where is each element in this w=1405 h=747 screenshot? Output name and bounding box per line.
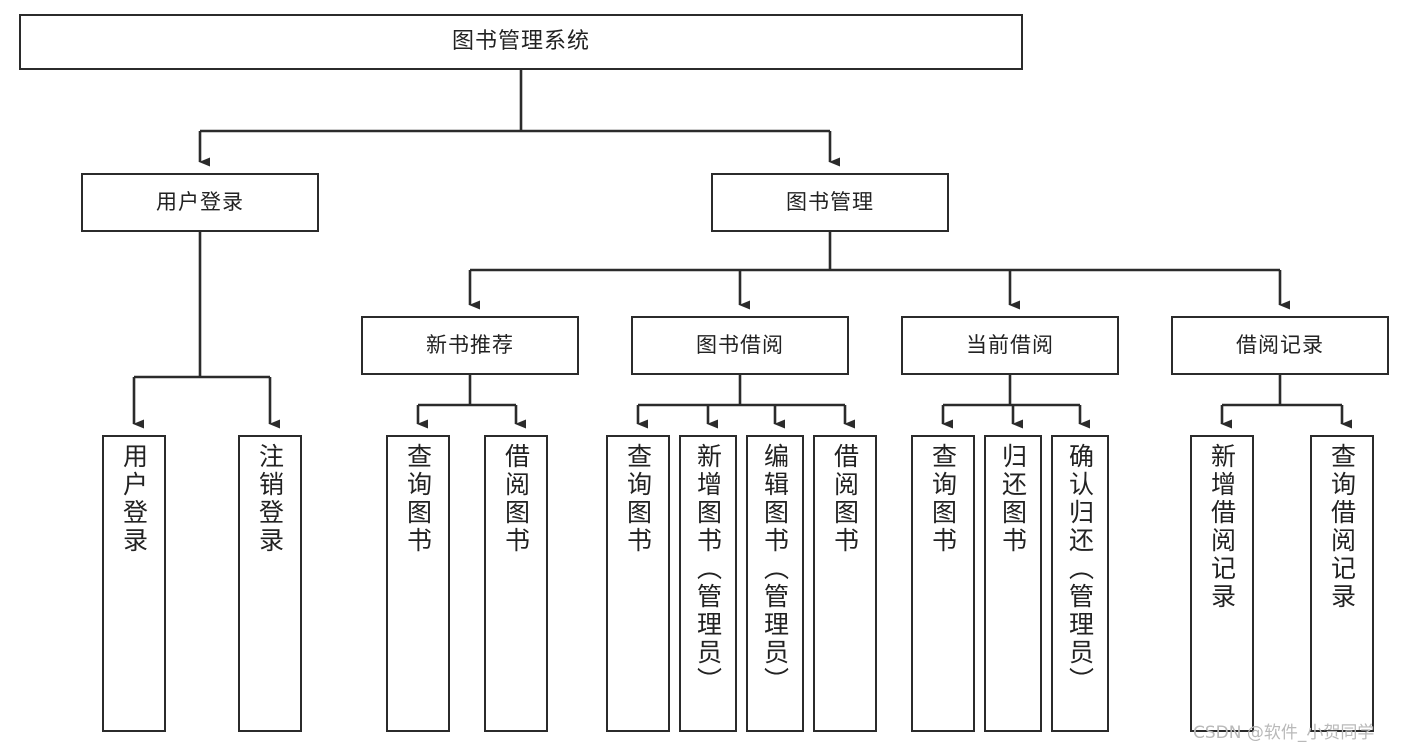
leaf-edit-book-admin[interactable]: 编辑图书（管理员） — [746, 435, 804, 732]
leaf-query-book-rec[interactable]: 查询图书 — [386, 435, 450, 732]
node-borrow-record[interactable]: 借阅记录 — [1171, 316, 1389, 375]
node-user-login[interactable]: 用户登录 — [81, 173, 319, 232]
leaf-logout[interactable]: 注销登录 — [238, 435, 302, 732]
node-book-borrow[interactable]: 图书借阅 — [631, 316, 849, 375]
leaf-query-borrow-record[interactable]: 查询借阅记录 — [1310, 435, 1374, 732]
node-book-borrow-label: 图书借阅 — [696, 333, 784, 358]
node-current-borrow[interactable]: 当前借阅 — [901, 316, 1119, 375]
node-current-borrow-label: 当前借阅 — [966, 333, 1054, 358]
leaf-borrow-book-rec-label: 借阅图书 — [501, 443, 531, 555]
leaf-query-borrow-record-label: 查询借阅记录 — [1327, 443, 1357, 611]
leaf-query-book-borrow-label: 查询图书 — [623, 443, 653, 555]
leaf-borrow-book-label: 借阅图书 — [830, 443, 860, 555]
leaf-return-book-label: 归还图书 — [998, 443, 1028, 555]
node-new-book-recommend-label: 新书推荐 — [426, 333, 514, 358]
leaf-add-borrow-record-label: 新增借阅记录 — [1207, 443, 1237, 611]
leaf-user-login[interactable]: 用户登录 — [102, 435, 166, 732]
node-root[interactable]: 图书管理系统 — [19, 14, 1023, 70]
leaf-confirm-return-admin[interactable]: 确认归还（管理员） — [1051, 435, 1109, 732]
leaf-query-book-current-label: 查询图书 — [928, 443, 958, 555]
leaf-query-book-current[interactable]: 查询图书 — [911, 435, 975, 732]
leaf-add-book-admin[interactable]: 新增图书（管理员） — [679, 435, 737, 732]
watermark-text: CSDN @软件_小贺同学 — [1193, 723, 1375, 743]
leaf-edit-book-admin-label: 编辑图书（管理员） — [760, 443, 790, 695]
node-book-management-label: 图书管理 — [786, 190, 874, 215]
node-user-login-label: 用户登录 — [156, 190, 244, 215]
leaf-add-borrow-record[interactable]: 新增借阅记录 — [1190, 435, 1254, 732]
leaf-query-book-borrow[interactable]: 查询图书 — [606, 435, 670, 732]
leaf-borrow-book[interactable]: 借阅图书 — [813, 435, 877, 732]
leaf-borrow-book-rec[interactable]: 借阅图书 — [484, 435, 548, 732]
node-borrow-record-label: 借阅记录 — [1236, 333, 1324, 358]
node-new-book-recommend[interactable]: 新书推荐 — [361, 316, 579, 375]
node-root-label: 图书管理系统 — [451, 29, 590, 55]
leaf-confirm-return-admin-label: 确认归还（管理员） — [1065, 443, 1095, 695]
leaf-return-book[interactable]: 归还图书 — [984, 435, 1042, 732]
leaf-add-book-admin-label: 新增图书（管理员） — [693, 443, 723, 695]
node-book-management[interactable]: 图书管理 — [711, 173, 949, 232]
leaf-query-book-rec-label: 查询图书 — [403, 443, 433, 555]
leaf-logout-label: 注销登录 — [255, 443, 285, 555]
leaf-user-login-label: 用户登录 — [119, 443, 149, 555]
